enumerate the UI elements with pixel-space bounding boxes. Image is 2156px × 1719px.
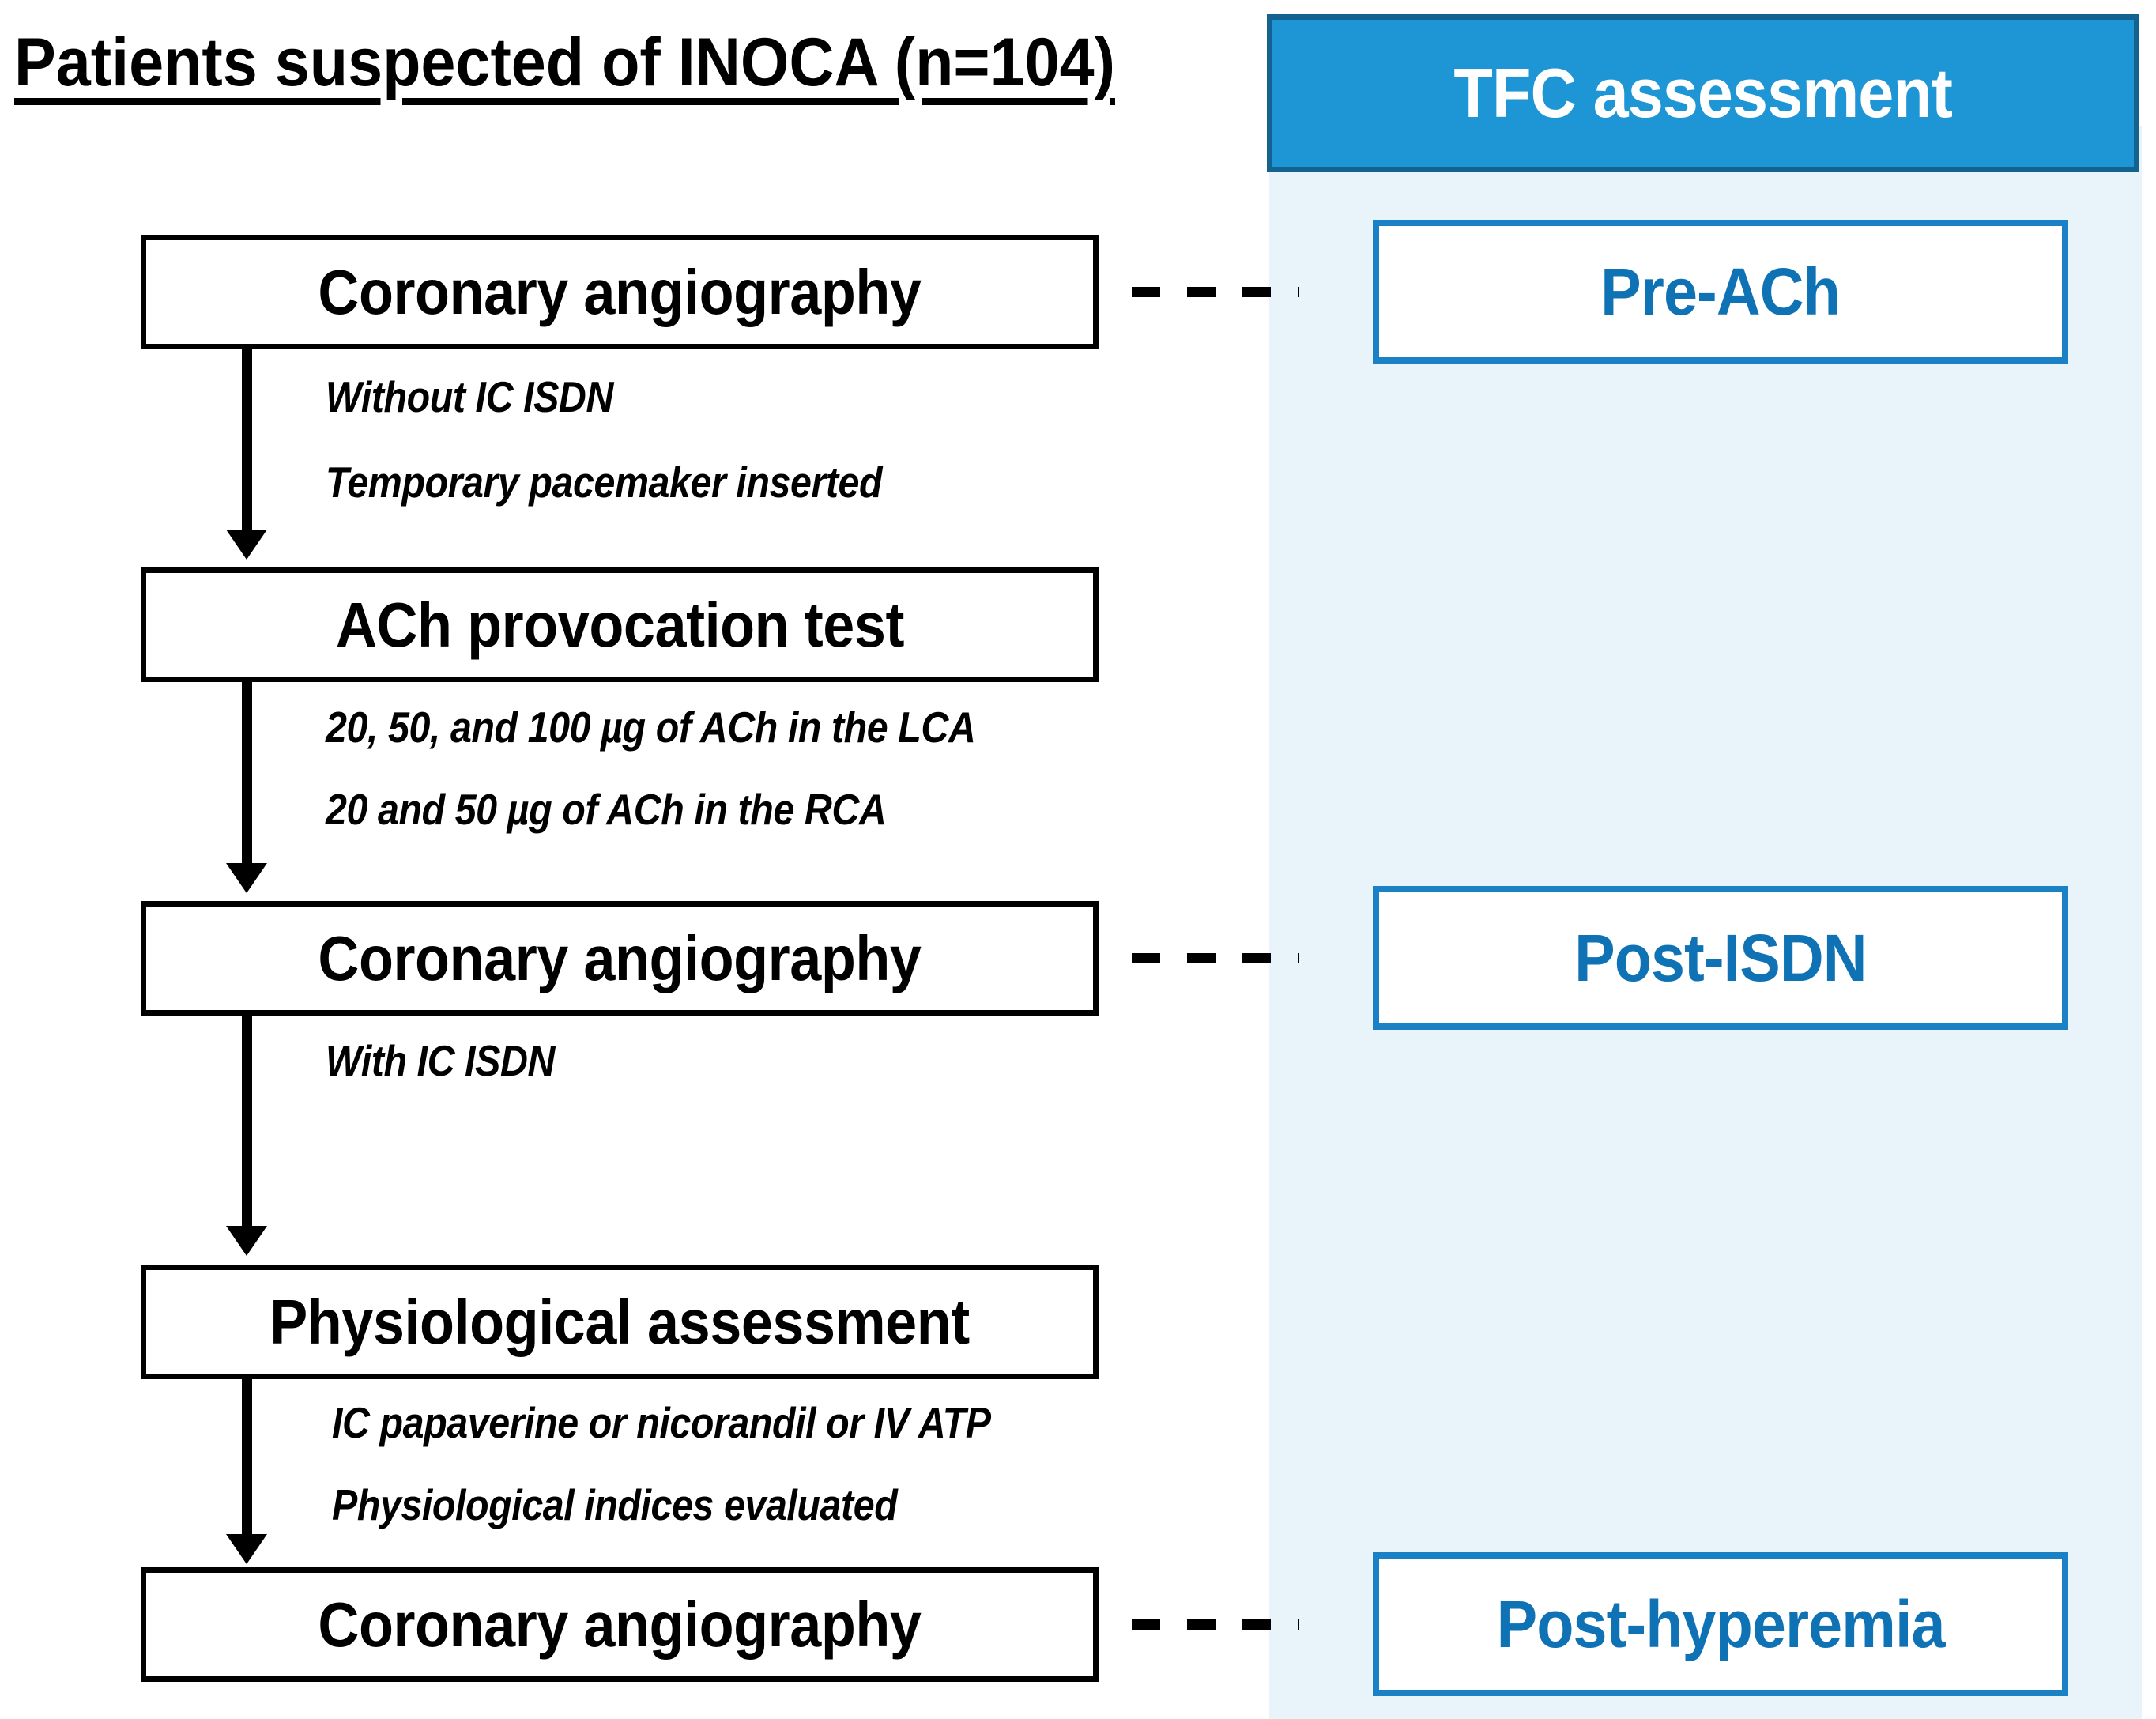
arrow-head-icon: [226, 530, 267, 560]
tfc-assessment-header-label: TFC assessment: [1453, 54, 1953, 132]
arrow-head-icon: [226, 1226, 267, 1256]
annotation-1-line-1: Without IC ISDN: [326, 372, 613, 421]
step-box-label: Physiological assessment: [270, 1286, 970, 1357]
tfc-assessment-header: TFC assessment: [1267, 14, 2139, 172]
arrow-step1-to-step2: [226, 349, 267, 560]
step-box-label: Coronary angiography: [318, 922, 922, 993]
tfc-box-label: Post-ISDN: [1574, 920, 1867, 995]
dashed-connector-post-isdn: [1132, 953, 1299, 963]
step-box-physiological-assessment[interactable]: Physiological assessment: [141, 1265, 1099, 1379]
arrow-head-icon: [226, 863, 267, 893]
arrow-step2-to-step3: [226, 682, 267, 893]
step-box-label: Coronary angiography: [318, 1589, 922, 1660]
annotation-4-line-2: Physiological indices evaluated: [332, 1480, 898, 1529]
dashed-connector-post-hyperemia: [1132, 1619, 1299, 1630]
tfc-box-label: Post-hyperemia: [1496, 1586, 1946, 1661]
annotation-1-line-2: Temporary pacemaker inserted: [326, 458, 883, 507]
step-box-coronary-angiography-2[interactable]: Coronary angiography: [141, 901, 1099, 1016]
step-box-ach-provocation-test[interactable]: ACh provocation test: [141, 567, 1099, 682]
step-box-coronary-angiography-3[interactable]: Coronary angiography: [141, 1567, 1099, 1682]
arrow-step3-to-step4: [226, 1016, 267, 1256]
page-title: Patients suspected of INOCA (n=104): [14, 25, 1115, 100]
annotation-4-line-1: IC papaverine or nicorandil or IV ATP: [332, 1398, 991, 1447]
step-box-label: ACh provocation test: [335, 589, 904, 660]
annotation-3-line-1: With IC ISDN: [326, 1036, 556, 1085]
annotation-2-line-2: 20 and 50 µg of ACh in the RCA: [326, 785, 887, 834]
tfc-box-post-isdn[interactable]: Post-ISDN: [1373, 886, 2068, 1030]
arrow-step4-to-step5: [226, 1379, 267, 1564]
tfc-box-label: Pre-ACh: [1600, 254, 1841, 329]
annotation-2-line-1: 20, 50, and 100 µg of ACh in the LCA: [326, 703, 976, 752]
step-box-label: Coronary angiography: [318, 256, 922, 327]
dashed-connector-pre-ach: [1132, 287, 1299, 297]
tfc-box-post-hyperemia[interactable]: Post-hyperemia: [1373, 1552, 2068, 1696]
tfc-box-pre-ach[interactable]: Pre-ACh: [1373, 220, 2068, 364]
step-box-coronary-angiography-1[interactable]: Coronary angiography: [141, 235, 1099, 349]
arrow-head-icon: [226, 1534, 267, 1564]
